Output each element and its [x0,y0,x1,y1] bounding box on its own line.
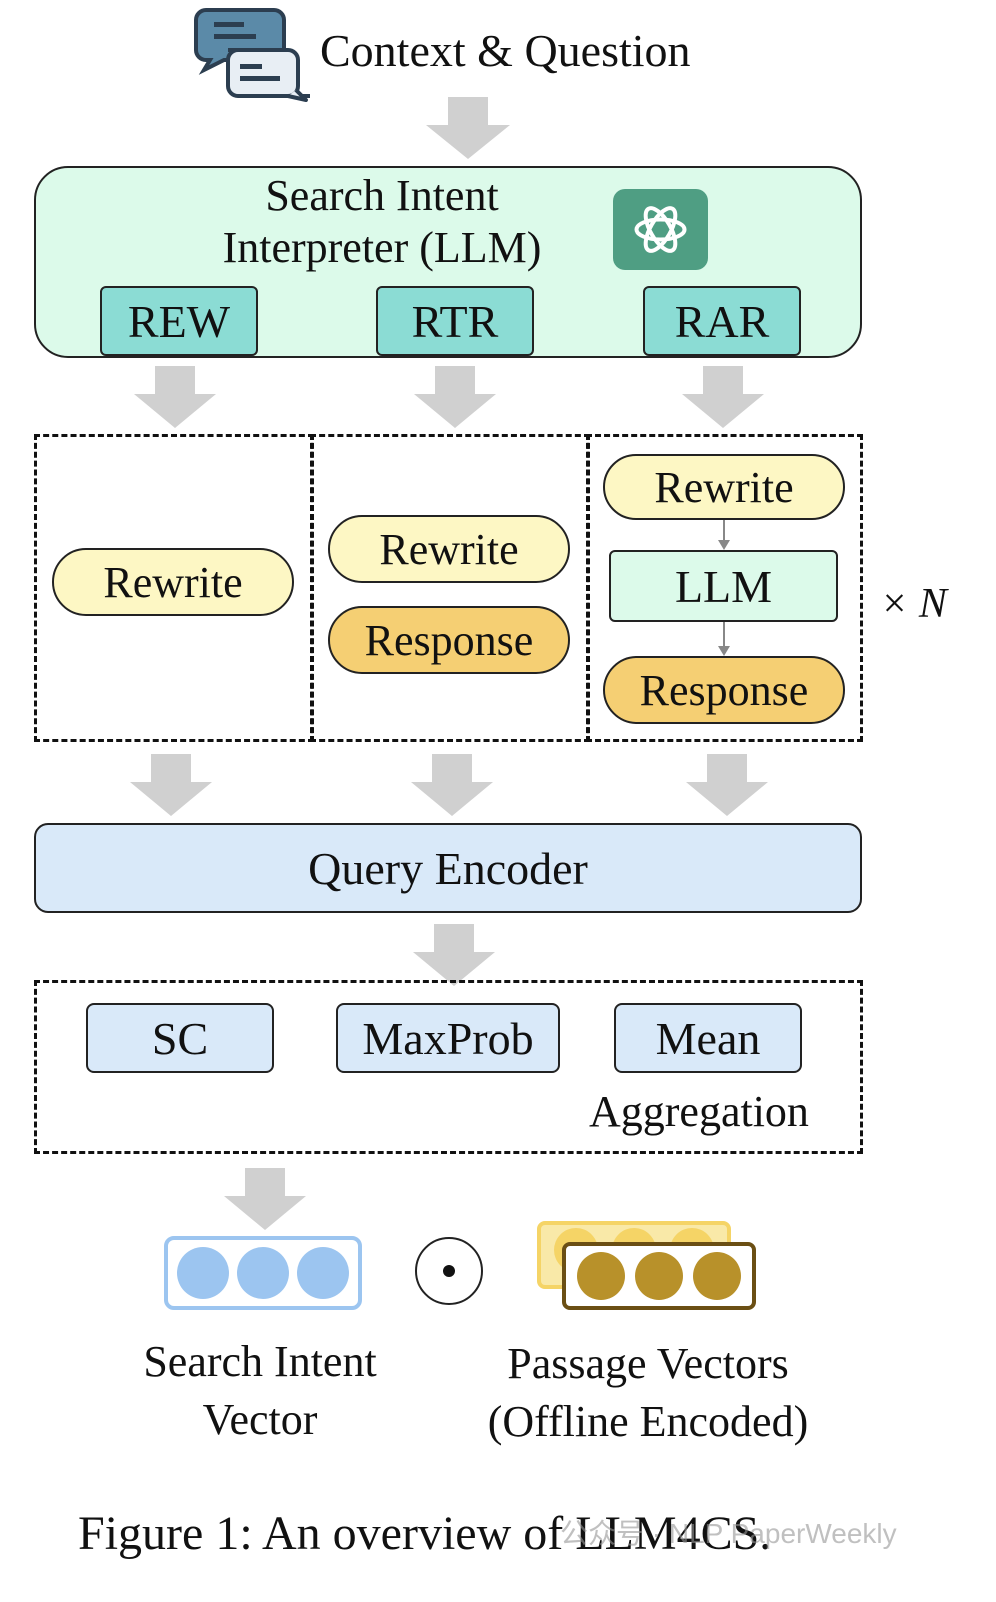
interpreter-title-line2: Interpreter (LLM) [222,223,542,272]
openai-logo-icon [613,189,708,270]
search-vector-label-line1: Search Intent [143,1337,377,1386]
small-down-arrow [718,520,730,550]
down-arrow [224,1168,306,1230]
figure-caption: Figure 1: An overview of LLM4CS. [78,1507,772,1560]
module-rew: REW [100,286,258,356]
passage-vectors [536,1220,758,1312]
agg-sc: SC [86,1003,274,1073]
agg-mean: Mean [614,1003,802,1073]
repeat-label: × N [880,581,947,627]
search-intent-vector [164,1236,362,1310]
query-encoder-label: Query Encoder [308,842,588,894]
passage-label-line2: (Offline Encoded) [487,1397,809,1446]
interpreter-title-line1: Search Intent [265,171,499,220]
down-arrow [413,924,495,986]
rtr-response: Response [328,606,570,674]
down-arrow [686,754,768,816]
aggregation-label: Aggregation [589,1087,809,1136]
down-arrow [411,754,493,816]
query-encoder: Query Encoder [34,823,862,913]
rar-output-box [586,434,863,742]
header-title: Context & Question [320,25,691,76]
rar-rewrite: Rewrite [603,454,845,520]
rtr-output-box [310,434,590,742]
rew-rewrite: Rewrite [52,548,294,616]
chat-bubbles-icon [184,6,318,102]
aggregation-box [34,980,863,1154]
down-arrow [426,97,510,159]
watermark: 公众号 · NLP PaperWeekly [560,1518,897,1549]
rtr-rewrite: Rewrite [328,515,570,583]
rar-response: Response [603,656,845,724]
down-arrow [134,366,216,428]
small-down-arrow [718,622,730,656]
module-rar: RAR [643,286,801,356]
module-rtr: RTR [376,286,534,356]
passage-label-line1: Passage Vectors [507,1339,789,1388]
down-arrow [130,754,212,816]
rar-llm-label: LLM [674,560,773,612]
search-vector-label-line2: Vector [202,1395,318,1444]
dot-product-operator [414,1236,484,1306]
down-arrow [414,366,496,428]
agg-maxprob: MaxProb [336,1003,560,1073]
down-arrow [682,366,764,428]
rar-llm: LLM [609,550,838,622]
